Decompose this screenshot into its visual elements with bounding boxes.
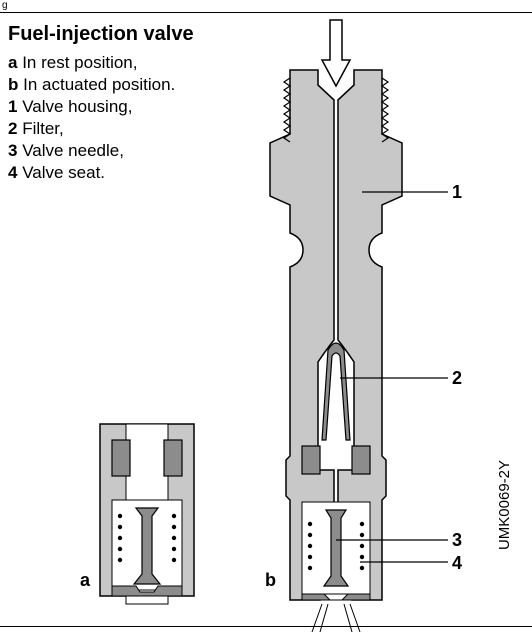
valve-seat-a: [111, 585, 183, 597]
sleeve-left-a: [111, 439, 131, 477]
corner-mark: g: [2, 0, 8, 11]
bottom-rule: [0, 626, 532, 627]
sleeve-right-a: [163, 439, 183, 477]
legend-item-1: 1 Valve housing,: [8, 97, 133, 116]
legend-item-3: 3 Valve needle,: [8, 141, 124, 160]
valve-needle-b: [322, 509, 350, 587]
filter: [321, 342, 351, 441]
sleeve-right-b: [351, 445, 371, 475]
valve-needle-a: [132, 507, 162, 585]
legend-item-4: 4 Valve seat.: [8, 163, 106, 182]
callout-3: 3: [452, 530, 463, 550]
legend-item-a: a In rest position,: [8, 53, 138, 72]
legend-item-b: b In actuated position.: [8, 75, 176, 94]
legend: a In rest position, b In actuated positi…: [8, 52, 175, 184]
panel-label-a: a: [80, 570, 91, 590]
legend-item-2: 2 Filter,: [8, 119, 64, 138]
figure-title: Fuel-injection valve: [8, 23, 194, 45]
valve-b: [269, 19, 403, 633]
thread-left: [282, 77, 292, 143]
valve-seat-b: [301, 593, 371, 601]
thread-right: [380, 77, 390, 143]
spray-lines: [311, 603, 361, 633]
callout-4: 4: [452, 553, 463, 573]
figure-code: UMK0069-2Y: [496, 459, 513, 551]
callout-2: 2: [452, 368, 463, 388]
sleeve-left-b: [301, 445, 321, 475]
fuel-inlet-arrow: [320, 19, 352, 88]
top-rule: [0, 12, 532, 13]
callout-1: 1: [452, 182, 463, 202]
valve-a: [99, 423, 195, 605]
panel-label-b: b: [265, 570, 276, 590]
